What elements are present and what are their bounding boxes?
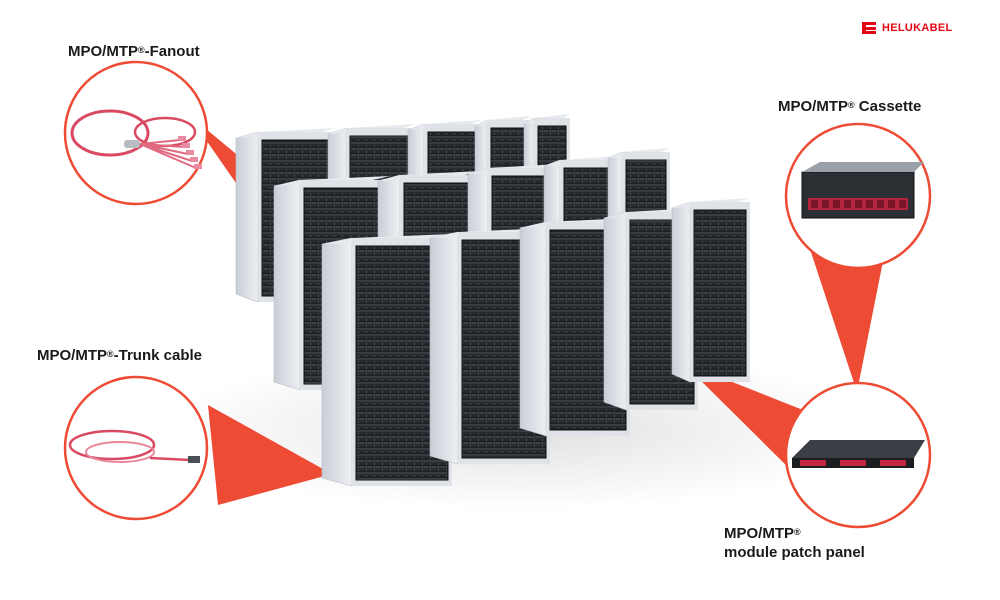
trunk-cable-icon bbox=[63, 375, 209, 521]
patch-panel-icon bbox=[784, 381, 932, 529]
trunk-cable-loop bbox=[85, 441, 155, 463]
helukabel-wordmark: HELUKABEL bbox=[882, 22, 953, 34]
cassette-port bbox=[855, 200, 862, 208]
trunk-beam bbox=[208, 405, 332, 505]
fanout-connector bbox=[178, 136, 186, 141]
fanout-cable-loop bbox=[70, 109, 150, 157]
trunk-cable-icon-ring bbox=[63, 375, 209, 521]
fanout-leg bbox=[139, 143, 185, 148]
fanout-label: MPO/MTP®-Fanout bbox=[68, 43, 200, 60]
rack-side bbox=[429, 231, 459, 465]
rack-side bbox=[273, 179, 301, 391]
fanout-connector bbox=[190, 157, 198, 162]
fanout-cable-icon bbox=[63, 60, 209, 206]
trunk-cable-label: MPO/MTP®-Trunk cable bbox=[37, 347, 202, 364]
cassette-port bbox=[844, 200, 851, 208]
cassette-port bbox=[833, 200, 840, 208]
rack-side bbox=[235, 131, 259, 303]
cassette-port bbox=[877, 200, 884, 208]
rack-side bbox=[321, 237, 353, 487]
rack-side bbox=[603, 211, 627, 411]
trunk-cable-end bbox=[149, 456, 191, 462]
cassette-port bbox=[822, 200, 829, 208]
patch-panel-top bbox=[792, 440, 925, 458]
cassette-beam bbox=[805, 234, 888, 392]
rack-side bbox=[519, 221, 547, 437]
fanout-leg bbox=[139, 139, 181, 145]
fanout-leg bbox=[139, 143, 197, 169]
helukabel-logo-icon bbox=[862, 22, 876, 34]
cassette-port bbox=[899, 200, 906, 208]
fanout-connector bbox=[182, 143, 190, 148]
cassette-body bbox=[801, 171, 915, 219]
patch-panel-module bbox=[840, 460, 866, 466]
trunk-connector bbox=[188, 456, 200, 463]
fanout-connector bbox=[186, 150, 194, 155]
fanout-splitter bbox=[124, 140, 140, 148]
patch-panel-module bbox=[800, 460, 826, 466]
trunk-cable-loop bbox=[68, 429, 156, 461]
cassette-port bbox=[866, 200, 873, 208]
cassette-port bbox=[811, 200, 818, 208]
helukabel-logo: HELUKABEL bbox=[862, 22, 953, 34]
patch-panel-module bbox=[880, 460, 906, 466]
mpo-cassette-icon bbox=[784, 122, 932, 270]
patch-panel-label: MPO/MTP® module patch panel bbox=[724, 525, 865, 561]
rack-front-border bbox=[693, 209, 747, 377]
server-rack-icon bbox=[671, 198, 750, 383]
fanout-connector bbox=[194, 164, 202, 169]
cassette-top bbox=[802, 162, 924, 172]
rack-front bbox=[694, 210, 746, 376]
cassette-label: MPO/MTP® Cassette bbox=[778, 98, 922, 115]
rack-side bbox=[671, 201, 691, 383]
cassette-port bbox=[888, 200, 895, 208]
